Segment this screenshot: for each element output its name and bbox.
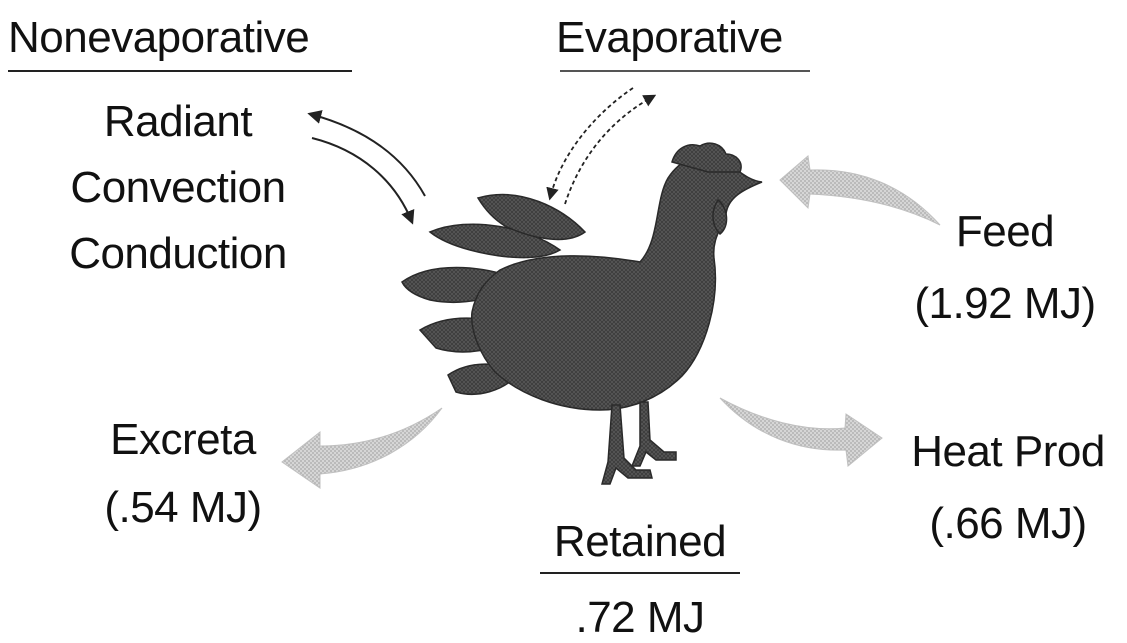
feed-label: Feed	[890, 210, 1120, 254]
rooster-icon	[402, 143, 762, 484]
conduction-label: Conduction	[48, 232, 308, 276]
retained-label: Retained	[520, 520, 760, 564]
heat-prod-arrow	[720, 398, 882, 466]
heat-prod-label: Heat Prod	[888, 430, 1127, 474]
heat-prod-value: (.66 MJ)	[888, 502, 1127, 546]
nonevaporative-in-arrow	[312, 138, 412, 222]
evaporative-in-arrow	[550, 88, 633, 198]
evaporative-out-arrow	[565, 96, 654, 204]
evaporative-underline	[560, 70, 810, 72]
feed-value: (1.92 MJ)	[890, 282, 1120, 326]
excreta-value: (.54 MJ)	[58, 486, 308, 530]
radiant-label: Radiant	[58, 100, 298, 144]
excreta-label: Excreta	[58, 418, 308, 462]
evaporative-heading: Evaporative	[556, 16, 783, 60]
retained-underline	[540, 572, 740, 574]
retained-value: .72 MJ	[520, 596, 760, 640]
nonevaporative-underline	[8, 70, 352, 72]
nonevaporative-out-arrow	[310, 114, 425, 196]
convection-label: Convection	[48, 166, 308, 210]
nonevaporative-heading: Nonevaporative	[8, 16, 309, 60]
